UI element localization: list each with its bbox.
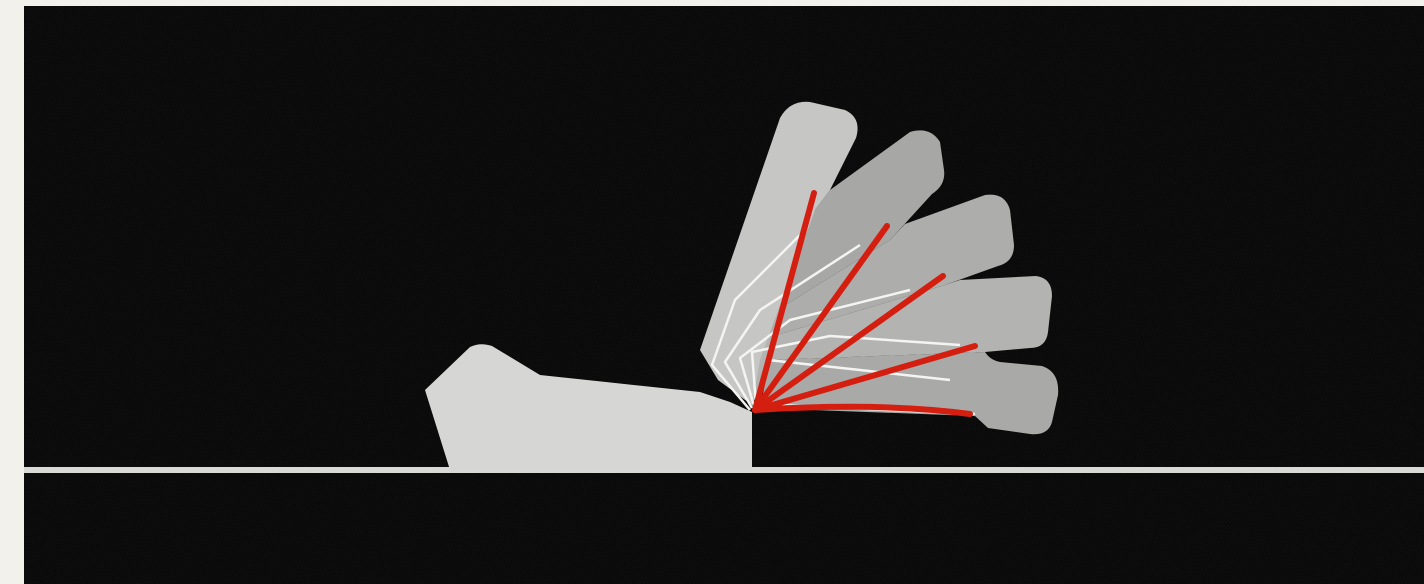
fan-diagram-svg (0, 0, 1424, 584)
fan-diagram-figure (0, 0, 1424, 584)
